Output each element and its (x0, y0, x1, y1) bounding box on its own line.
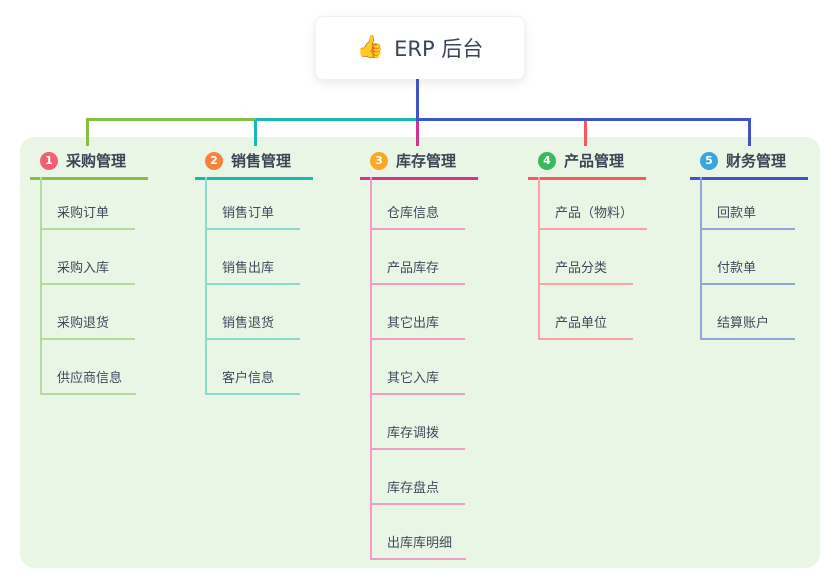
branch-4-number-badge: 4 (538, 151, 556, 170)
branches-panel (20, 137, 820, 568)
branch-5-number-badge: 5 (700, 151, 718, 170)
drop-line-branch-4 (584, 121, 587, 146)
drop-line-branch-5 (748, 121, 751, 146)
branch-node-finance[interactable]: 5 财务管理 (690, 150, 808, 180)
bus-line-blue (416, 118, 751, 121)
branch-1-children-connector (40, 177, 42, 395)
branch-2-number-badge: 2 (205, 151, 223, 170)
leaf-node-purchase-return[interactable]: 采购退货 (40, 312, 135, 340)
branch-3-children-connector (370, 177, 372, 560)
leaf-node-product-material[interactable]: 产品（物料） (538, 202, 648, 230)
branch-node-product[interactable]: 4 产品管理 (528, 150, 646, 180)
branch-1-number-badge: 1 (40, 151, 58, 170)
root-node-erp-backend[interactable]: 👍 ERP 后台 (315, 16, 525, 80)
leaf-node-inout-detail[interactable]: 出库库明细 (370, 532, 467, 560)
leaf-node-product-category[interactable]: 产品分类 (538, 257, 633, 285)
bus-line-green (86, 118, 256, 121)
drop-line-branch-3 (416, 121, 419, 146)
branch-2-children-connector (205, 177, 207, 395)
leaf-node-product-stock[interactable]: 产品库存 (370, 257, 465, 285)
leaf-node-other-inbound[interactable]: 其它入库 (370, 367, 465, 395)
bus-line-teal (256, 118, 416, 121)
branch-3-number-badge: 3 (370, 151, 388, 170)
leaf-node-product-unit[interactable]: 产品单位 (538, 312, 633, 340)
branch-node-label: 销售管理 (231, 152, 292, 170)
branch-4-children-connector (538, 177, 540, 340)
branch-node-procurement[interactable]: 1 采购管理 (30, 150, 148, 180)
leaf-node-purchase-order[interactable]: 采购订单 (40, 202, 135, 230)
leaf-node-customer-info[interactable]: 客户信息 (205, 367, 300, 395)
branch-node-inventory[interactable]: 3 库存管理 (360, 150, 478, 180)
drop-line-branch-1 (86, 120, 89, 146)
leaf-node-payment-doc[interactable]: 付款单 (700, 257, 795, 285)
root-node-label: ERP 后台 (394, 37, 484, 61)
leaf-node-stock-taking[interactable]: 库存盘点 (370, 477, 465, 505)
branch-node-sales[interactable]: 2 销售管理 (195, 150, 313, 180)
thumbs-up-icon: 👍 (356, 35, 385, 60)
leaf-node-other-outbound[interactable]: 其它出库 (370, 312, 465, 340)
branch-node-label: 库存管理 (396, 152, 457, 170)
leaf-node-sales-order[interactable]: 销售订单 (205, 202, 300, 230)
leaf-node-sales-return[interactable]: 销售退货 (205, 312, 300, 340)
branch-node-label: 产品管理 (564, 152, 625, 170)
root-stem-line (416, 79, 419, 119)
branch-5-children-connector (700, 177, 702, 340)
leaf-node-sales-outbound[interactable]: 销售出库 (205, 257, 300, 285)
leaf-node-supplier-info[interactable]: 供应商信息 (40, 367, 137, 395)
leaf-node-purchase-inbound[interactable]: 采购入库 (40, 257, 135, 285)
drop-line-branch-2 (254, 120, 257, 146)
leaf-node-receipt-doc[interactable]: 回款单 (700, 202, 795, 230)
leaf-node-settlement-account[interactable]: 结算账户 (700, 312, 795, 340)
leaf-node-warehouse-info[interactable]: 仓库信息 (370, 202, 465, 230)
branch-node-label: 财务管理 (726, 152, 787, 170)
branch-node-label: 采购管理 (66, 152, 127, 170)
leaf-node-stock-transfer[interactable]: 库存调拨 (370, 422, 465, 450)
